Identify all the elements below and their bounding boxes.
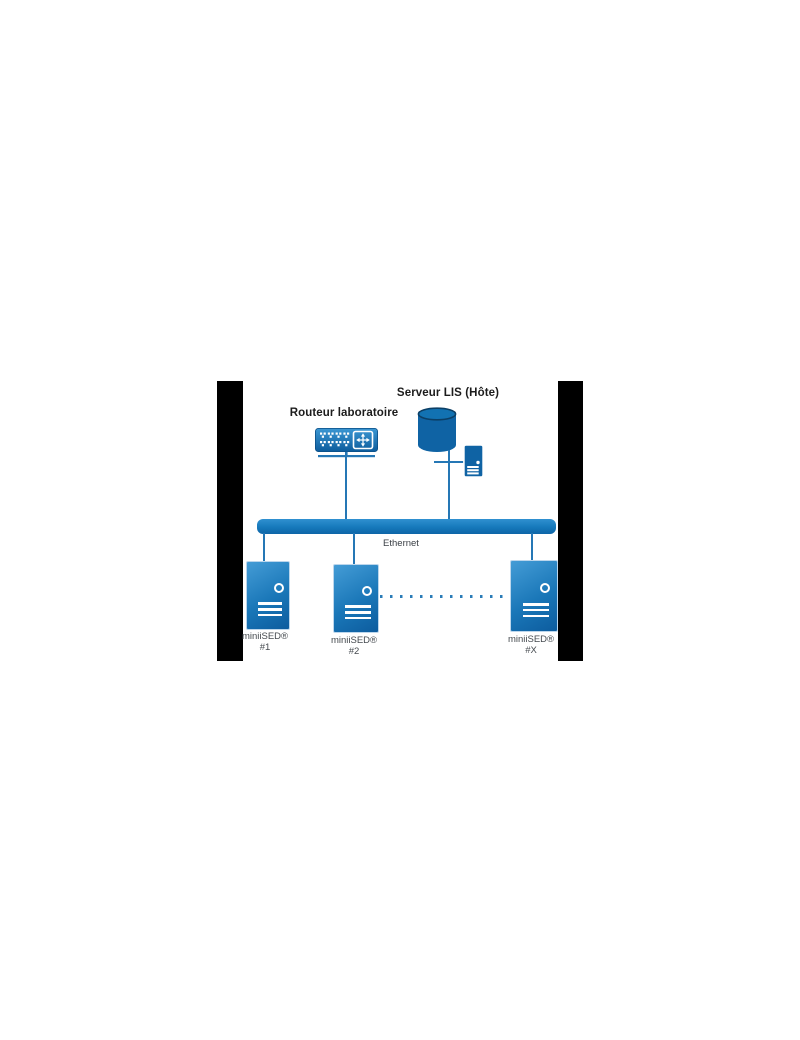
device2-label: miniiSED® #2 xyxy=(309,635,399,657)
analyzer-tower-icon-x xyxy=(510,560,558,632)
database-cylinder-icon xyxy=(417,407,457,452)
device1-name: miniiSED® xyxy=(241,631,289,642)
vent-lines-icon xyxy=(257,602,282,617)
vent-lines-icon xyxy=(522,603,550,618)
vent-lines-icon xyxy=(345,605,371,620)
ellipsis-dotted-line xyxy=(380,595,509,598)
analyzer-tower-icon-1 xyxy=(246,561,290,630)
ethernet-label: Ethernet xyxy=(383,538,419,549)
server-to-workstation-connector xyxy=(434,461,464,463)
device2-number: #2 xyxy=(348,646,360,657)
device1-label: miniiSED® #1 xyxy=(220,631,310,653)
device1-number: #1 xyxy=(259,642,271,653)
server-label: Serveur LIS (Hôte) xyxy=(396,387,500,399)
bus-to-device2-connector xyxy=(353,533,355,564)
power-button-icon xyxy=(362,585,373,596)
analyzer-tower-icon-2 xyxy=(333,564,379,633)
bus-to-device1-connector xyxy=(263,533,265,561)
devicex-number: #X xyxy=(525,645,537,656)
server-to-bus-connector xyxy=(448,450,450,519)
device2-name: miniiSED® xyxy=(330,635,378,646)
devicex-name: miniiSED® xyxy=(507,634,555,645)
power-button-icon xyxy=(273,582,284,593)
ethernet-bus xyxy=(257,519,556,534)
workstation-tower-icon xyxy=(463,444,484,478)
router-label: Routeur laboratoire xyxy=(289,407,399,419)
router-to-bus-connector xyxy=(345,452,347,519)
power-button-icon xyxy=(540,582,551,593)
bus-to-deviceX-connector xyxy=(531,533,533,560)
right-letterbox-bar xyxy=(558,381,583,661)
left-letterbox-bar xyxy=(217,381,243,661)
devicex-label: miniiSED® #X xyxy=(486,634,576,656)
